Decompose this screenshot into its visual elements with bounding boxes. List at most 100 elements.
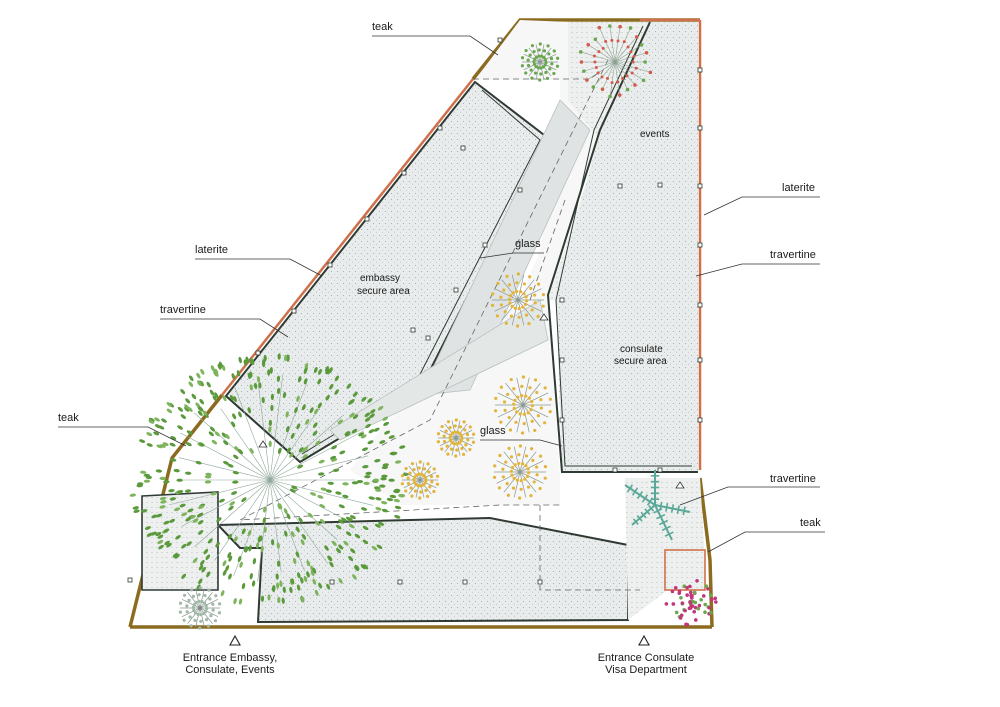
shrub-flower bbox=[533, 428, 537, 433]
shrub-flower bbox=[521, 305, 525, 309]
flowering-shrub-icon bbox=[490, 272, 546, 328]
shrub-flower bbox=[530, 76, 534, 80]
shrub-flower bbox=[673, 585, 678, 590]
tree-leaf bbox=[348, 555, 354, 562]
tree-leaf bbox=[332, 468, 340, 472]
fern-leaflet bbox=[663, 519, 669, 524]
tree-leaf bbox=[312, 422, 318, 428]
shrub-flower bbox=[548, 67, 552, 71]
shrub-flower bbox=[442, 439, 447, 444]
shrub-flower bbox=[202, 611, 206, 616]
shrub-stem bbox=[451, 437, 457, 456]
shrub-flower bbox=[524, 454, 529, 458]
callout-travertine-bottom-right-text: travertine bbox=[770, 473, 816, 485]
tree-branch bbox=[194, 479, 271, 548]
post bbox=[697, 125, 703, 131]
post bbox=[255, 350, 261, 356]
shrub-flower bbox=[211, 608, 215, 612]
shrub-flower bbox=[504, 460, 508, 464]
shrub-flower bbox=[679, 613, 684, 618]
shrub-flower bbox=[448, 438, 453, 442]
shrub-flower bbox=[707, 605, 712, 610]
shrub-flower bbox=[509, 455, 514, 459]
shrub-flower bbox=[501, 467, 505, 471]
shrub-flower bbox=[538, 78, 542, 82]
tree-leaf bbox=[398, 493, 406, 498]
flowering-shrub-icon bbox=[436, 418, 476, 458]
tree-leaf bbox=[290, 578, 295, 585]
tree-leaf bbox=[270, 539, 275, 546]
tree-leaf bbox=[301, 596, 305, 603]
shrub-flower bbox=[197, 599, 201, 604]
tree-flower bbox=[616, 39, 620, 43]
fern-leaflet bbox=[660, 501, 663, 507]
tree-leaf bbox=[249, 357, 253, 365]
shrub-flower bbox=[505, 274, 509, 279]
shrub-flower bbox=[714, 600, 718, 604]
callout-laterite-left: laterite bbox=[195, 244, 323, 277]
tree-leaf bbox=[362, 465, 369, 469]
tree-leaf bbox=[174, 507, 181, 512]
tree-flower bbox=[596, 71, 600, 75]
shrub-flower bbox=[178, 601, 183, 605]
tree-leaf bbox=[375, 507, 382, 511]
shrub-flower bbox=[406, 476, 410, 480]
tree-leaf bbox=[269, 367, 273, 374]
tree-leaf bbox=[220, 590, 225, 597]
shrub-stem bbox=[415, 462, 421, 481]
shrub-flower bbox=[539, 66, 543, 70]
tree-leaf bbox=[276, 542, 280, 549]
shrub-flower bbox=[543, 421, 547, 425]
callout-travertine-right: travertine bbox=[695, 249, 820, 277]
shrub-flower bbox=[424, 478, 428, 483]
tree-leaf bbox=[363, 481, 370, 486]
tree-leaf bbox=[351, 481, 359, 485]
flowering-shrub-icon bbox=[178, 586, 222, 630]
tree-leaf bbox=[176, 490, 184, 494]
callout-travertine-bottom-right: travertine bbox=[679, 473, 820, 506]
tree-branch bbox=[269, 382, 308, 481]
tree-leaf bbox=[210, 365, 215, 372]
tree-leaf bbox=[198, 530, 204, 535]
tree-leaf bbox=[388, 435, 395, 439]
shrub-flower bbox=[539, 398, 543, 402]
tree-leaf bbox=[153, 431, 160, 436]
shrub-flower bbox=[693, 618, 698, 622]
shrub-flower bbox=[458, 425, 463, 429]
tree-leaf bbox=[386, 497, 394, 502]
tree-leaf bbox=[189, 375, 194, 382]
tree-trunk bbox=[198, 606, 202, 610]
shrub-stem bbox=[496, 460, 521, 473]
tree-flower bbox=[600, 75, 604, 79]
shrub-flower bbox=[493, 464, 497, 468]
tree-branch bbox=[181, 479, 271, 527]
shrub-stem bbox=[439, 429, 457, 439]
tree-leaf bbox=[170, 435, 177, 441]
shrub-stem bbox=[199, 588, 205, 609]
tree-leaf bbox=[140, 470, 147, 474]
tree-leaf bbox=[218, 498, 225, 503]
fern-leaflet bbox=[639, 490, 644, 496]
shrub-flower bbox=[460, 446, 464, 451]
shrub-flower bbox=[687, 606, 692, 611]
tree-leaf bbox=[164, 540, 170, 546]
tree-leaf bbox=[373, 427, 380, 432]
shrub-flower bbox=[452, 442, 456, 446]
tree-leaf bbox=[394, 488, 401, 493]
tree-leaf bbox=[198, 505, 205, 510]
magenta-shrub-icon bbox=[664, 578, 718, 627]
fern-leaflet bbox=[648, 505, 652, 509]
post bbox=[327, 262, 333, 268]
shrub-stem bbox=[455, 429, 473, 439]
shrub-flower bbox=[419, 490, 423, 494]
tree-leaf bbox=[381, 465, 389, 470]
shrub-stem bbox=[523, 61, 541, 71]
shrub-stem bbox=[408, 465, 421, 481]
tree-leaf bbox=[257, 536, 261, 543]
shrub-flower bbox=[537, 54, 541, 58]
tree-leaf bbox=[139, 439, 146, 443]
tree-leaf bbox=[202, 410, 208, 416]
tree-branch bbox=[169, 479, 271, 506]
tree-leaf bbox=[368, 429, 375, 434]
tree-leaf bbox=[283, 508, 288, 515]
